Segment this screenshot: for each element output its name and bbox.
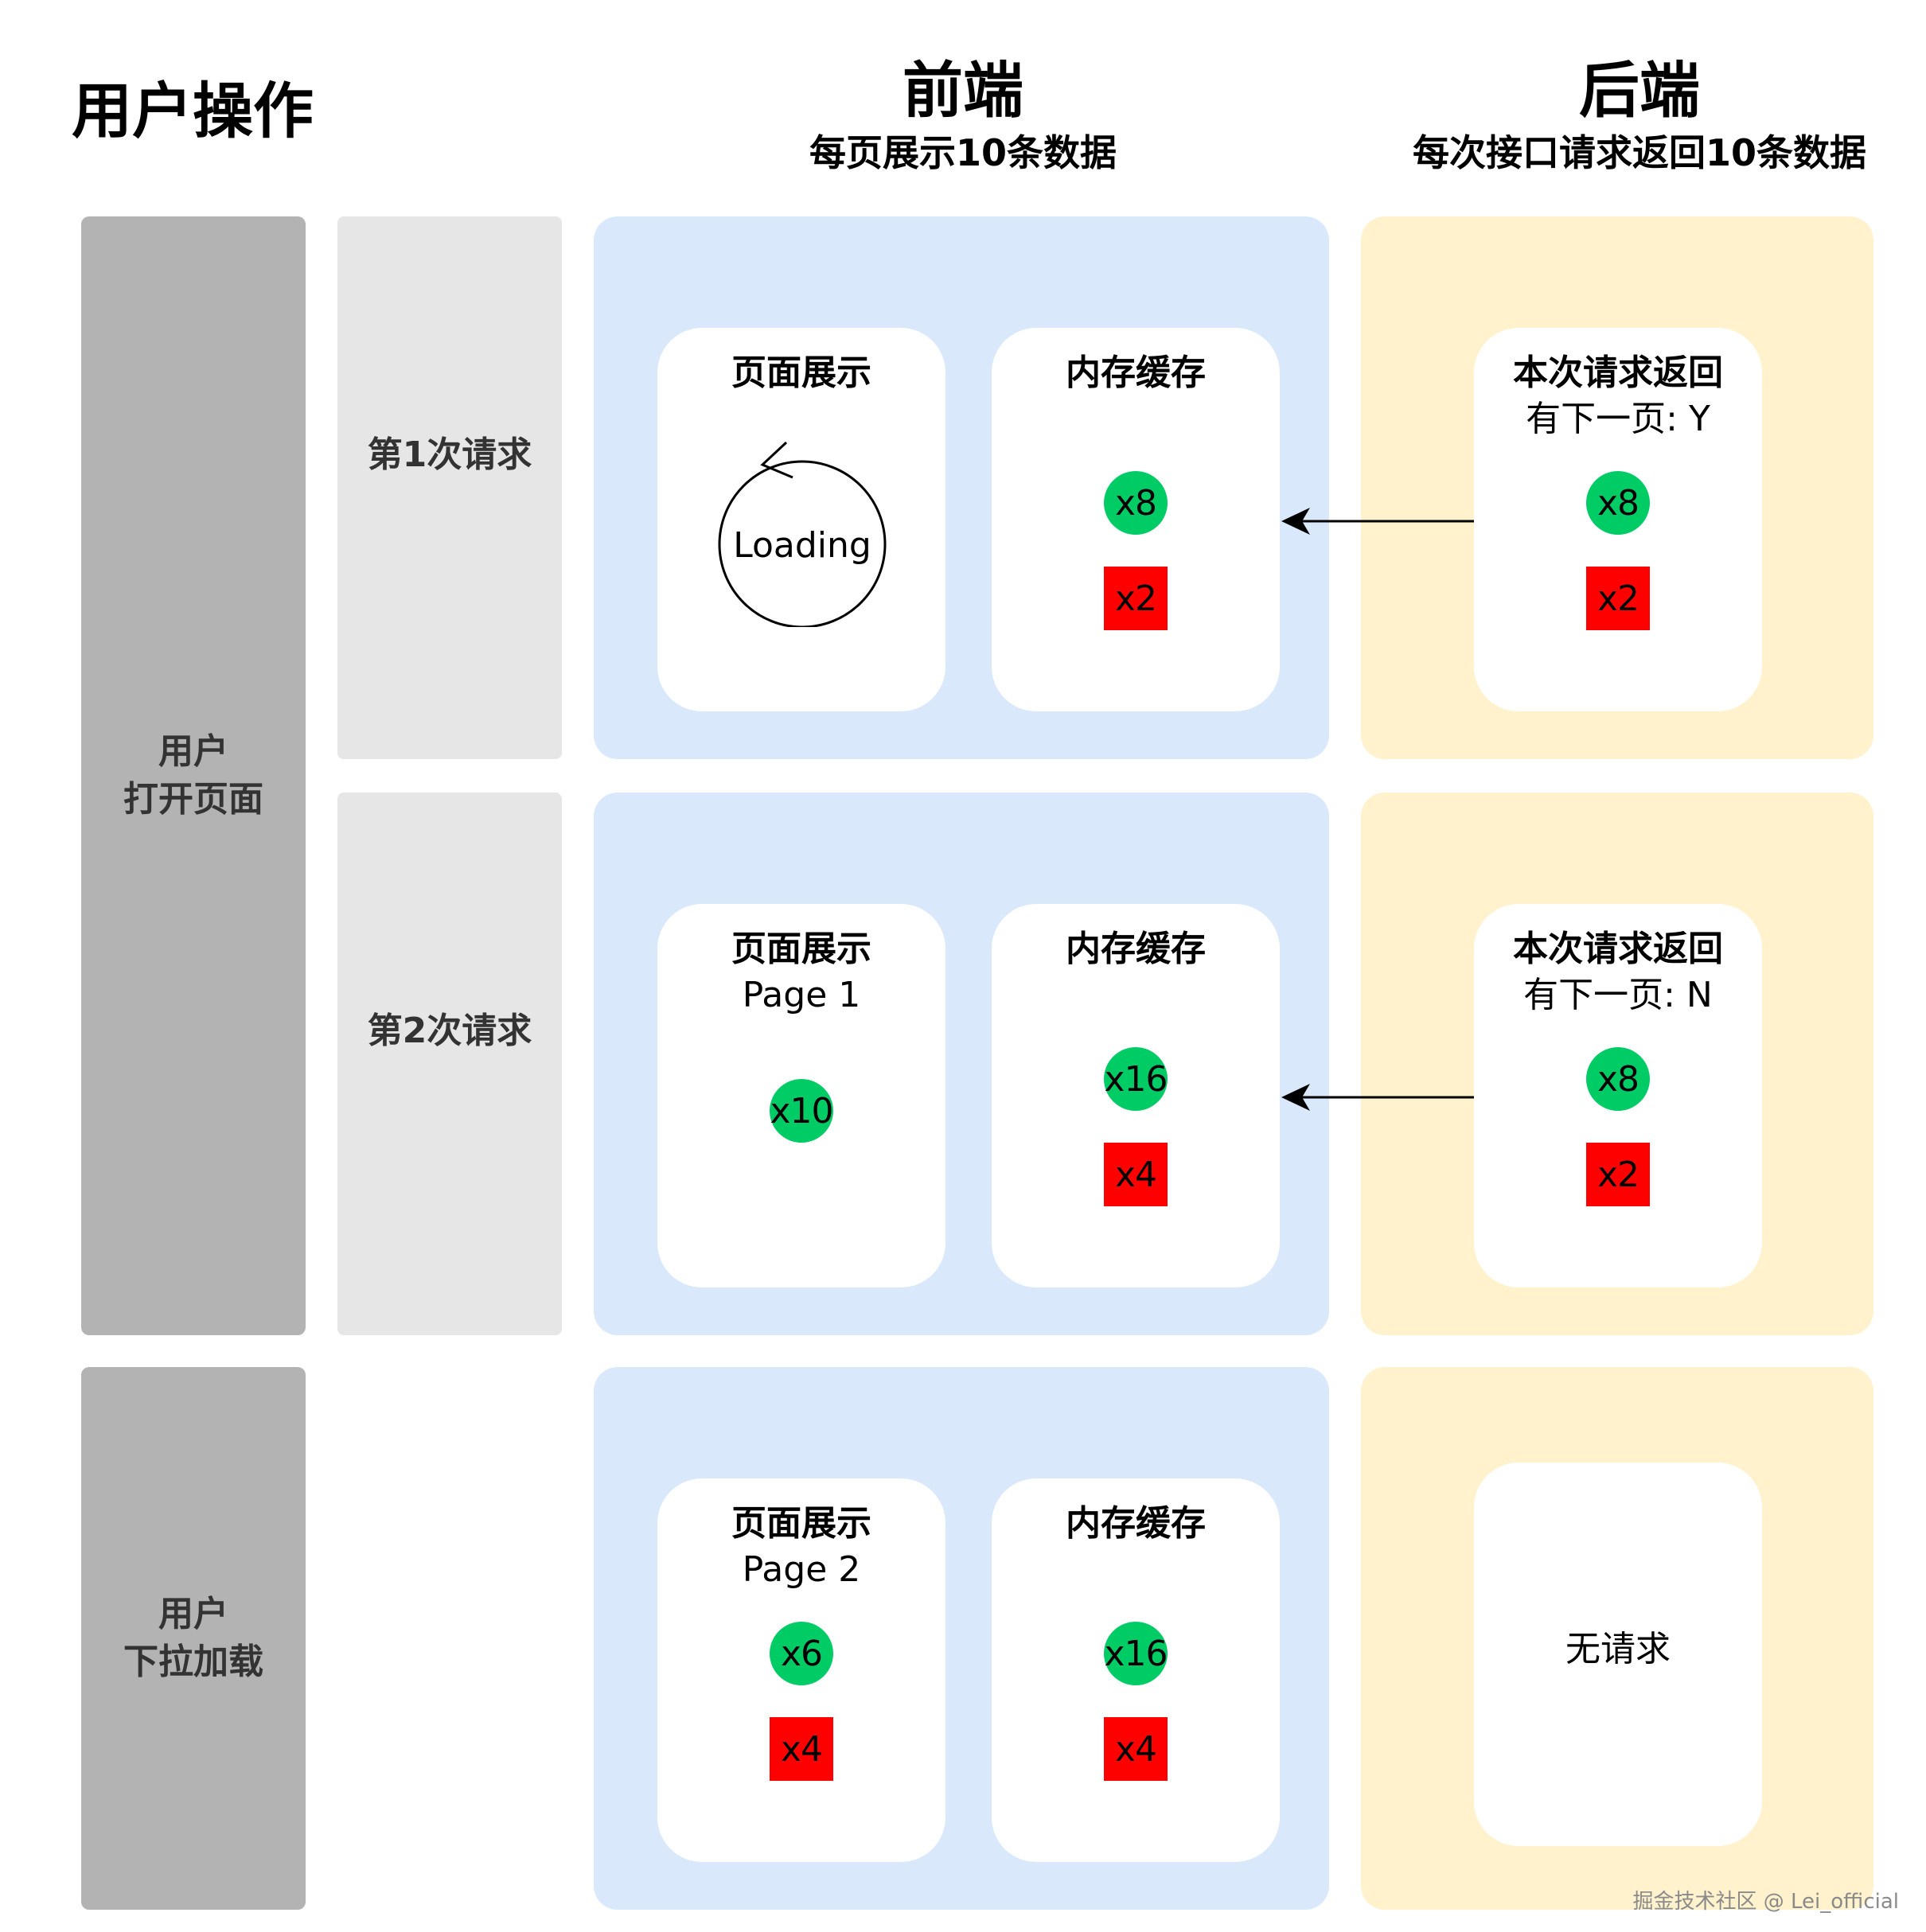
has-next-page-status: 有下一页: N	[1523, 975, 1713, 1015]
display-title: 页面展示	[731, 1503, 871, 1544]
frontend-header: 前端	[903, 55, 1023, 126]
request-2-label: 第2次请求	[367, 1011, 532, 1052]
backend-valid-chip: x8	[1586, 1047, 1650, 1111]
page-number: Page 2	[742, 1549, 861, 1590]
backend-invalid-chip: x2	[1586, 1143, 1650, 1206]
no-request-label: 无请求	[1565, 1629, 1671, 1669]
user-open-page-label: 用户 打开页面	[123, 731, 263, 820]
user-ops-header: 用户操作	[72, 76, 314, 146]
user-pull-load-label: 用户 下拉加载	[123, 1594, 263, 1682]
display-card-row-2: 页面展示 Page 1 x10	[657, 904, 945, 1287]
display-valid-chip: x6	[770, 1622, 833, 1685]
user-pull-load-bar: 用户 下拉加载	[81, 1367, 306, 1910]
display-title: 页面展示	[731, 353, 871, 393]
backend-card-title: 本次请求返回	[1513, 929, 1723, 969]
backend-valid-chip: x8	[1586, 471, 1650, 535]
backend-card-row-2: 本次请求返回 有下一页: N x8 x2	[1474, 904, 1762, 1287]
response-arrow-row-1	[1281, 508, 1474, 535]
cache-title: 内存缓存	[1066, 929, 1206, 969]
cache-card-row-1: 内存缓存 x8 x2	[992, 328, 1280, 711]
display-invalid-chip: x4	[770, 1717, 833, 1781]
display-valid-chip: x10	[770, 1079, 834, 1143]
frontend-subheader: 每页展示10条数据	[809, 131, 1117, 174]
response-arrow-row-2	[1281, 1084, 1474, 1111]
request-2-bar: 第2次请求	[337, 793, 562, 1335]
request-1-label: 第1次请求	[367, 434, 532, 476]
has-next-page-status: 有下一页: Y	[1526, 399, 1710, 439]
cache-valid-chip: x16	[1104, 1047, 1168, 1111]
backend-header: 后端	[1579, 55, 1700, 126]
cache-title: 内存缓存	[1066, 1503, 1206, 1544]
cache-invalid-chip: x2	[1104, 567, 1168, 630]
cache-invalid-chip: x4	[1104, 1143, 1168, 1206]
backend-card-row-3: 无请求	[1474, 1463, 1762, 1846]
backend-invalid-chip: x2	[1586, 567, 1650, 630]
loading-spinner-icon: Loading	[718, 441, 887, 627]
backend-card-row-1: 本次请求返回 有下一页: Y x8 x2	[1474, 328, 1762, 711]
watermark: 掘金技术社区 @ Lei_official	[1632, 1890, 1900, 1914]
backend-subheader: 每次接口请求返回10条数据	[1412, 131, 1866, 174]
request-1-bar: 第1次请求	[337, 216, 562, 759]
cache-valid-chip: x16	[1104, 1622, 1168, 1685]
user-open-page-bar: 用户 打开页面	[81, 216, 306, 1335]
cache-title: 内存缓存	[1066, 353, 1206, 393]
cache-card-row-3: 内存缓存 x16 x4	[992, 1478, 1280, 1862]
display-card-row-3: 页面展示 Page 2 x6 x4	[657, 1478, 945, 1862]
display-title: 页面展示	[731, 929, 871, 969]
cache-invalid-chip: x4	[1104, 1717, 1168, 1781]
cache-valid-chip: x8	[1104, 471, 1168, 535]
cache-card-row-2: 内存缓存 x16 x4	[992, 904, 1280, 1287]
loading-label: Loading	[733, 525, 871, 566]
page-number: Page 1	[742, 975, 861, 1015]
backend-card-title: 本次请求返回	[1513, 353, 1723, 393]
display-card-row-1: 页面展示 Loading	[657, 328, 945, 711]
